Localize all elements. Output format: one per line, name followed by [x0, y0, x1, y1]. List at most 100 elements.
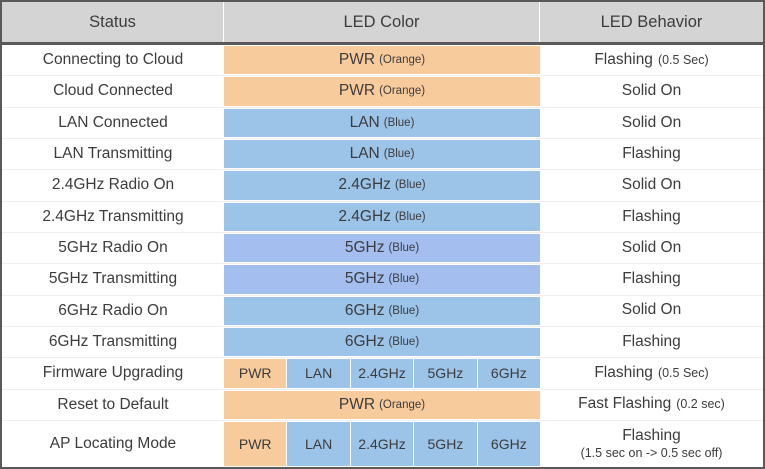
table-row: Reset to Default PWR (Orange) Fast Flash… [2, 389, 763, 421]
led-swatch-6ghz: 6GHz (Blue) [224, 327, 540, 357]
led-swatch-pwr: PWR (Orange) [224, 390, 540, 419]
led-color-cell: 6GHz (Blue) [224, 326, 540, 358]
led-label: 2.4GHz [338, 176, 391, 194]
behavior-text: Flashing [622, 270, 681, 288]
led-color-note: (Blue) [394, 179, 426, 192]
table-body: Connecting to Cloud PWR (Orange) Flashin… [2, 45, 763, 468]
led-behavior-cell: Fast Flashing (0.2 sec) [540, 390, 763, 420]
status-cell: LAN Connected [58, 113, 168, 131]
led-swatch-5ghz: 5GHz (Blue) [224, 233, 540, 263]
led-swatch-pwr: PWR (Orange) [224, 46, 540, 75]
led-color-note: (Blue) [394, 210, 426, 223]
behavior-text: Solid On [621, 176, 682, 194]
behavior-text: Solid On [621, 82, 682, 100]
status-cell: 6GHz Transmitting [48, 333, 178, 351]
led-swatch-24ghz: 2.4GHz (Blue) [224, 171, 540, 200]
led-color-cell: LAN (Blue) [224, 107, 540, 138]
behavior-note-line2: (1.5 sec on -> 0.5 sec off) [580, 446, 723, 461]
led-swatch-5ghz: 5GHz [414, 359, 478, 388]
led-color-cell: 2.4GHz (Blue) [224, 201, 540, 232]
behavior-text: Flashing [622, 207, 681, 225]
led-behavior-cell: Solid On [540, 108, 763, 138]
led-behavior-cell: Solid On [540, 296, 763, 326]
led-color-note: (Blue) [388, 273, 420, 286]
led-swatch-24ghz: 2.4GHz [350, 359, 415, 388]
led-swatch-24ghz: 2.4GHz (Blue) [224, 202, 540, 231]
led-label: 2.4GHz [338, 207, 391, 225]
behavior-note: (0.5 Sec) [657, 366, 709, 381]
behavior-text: Flashing [622, 144, 681, 162]
led-swatch-6ghz: 6GHz (Blue) [224, 296, 540, 325]
led-swatch-lan: LAN [287, 421, 351, 467]
table-header-row: Status LED Color LED Behavior [2, 2, 763, 45]
led-behavior-cell: Solid On [540, 170, 763, 200]
led-swatch-lan: LAN [287, 359, 351, 388]
status-cell: Firmware Upgrading [42, 364, 184, 382]
behavior-text: Flashing [622, 332, 681, 350]
led-label: PWR [338, 395, 376, 413]
led-swatch-6ghz: 6GHz [477, 421, 540, 467]
led-swatch-group: PWR LAN 2.4GHz 5GHz 6GHz [224, 421, 540, 467]
led-color-cell: 2.4GHz (Blue) [224, 170, 540, 201]
led-color-cell: LAN (Blue) [224, 138, 540, 170]
table-row: Firmware Upgrading PWR LAN 2.4GHz 5GHz 6… [2, 358, 763, 390]
led-behavior-cell: Flashing [540, 264, 763, 294]
led-label: LAN [349, 145, 380, 163]
table-row: LAN Transmitting LAN (Blue) Flashing [2, 138, 763, 171]
behavior-note: (0.2 sec) [676, 397, 725, 412]
led-swatch-5ghz: 5GHz [414, 421, 478, 467]
led-color-note: (Blue) [383, 116, 415, 129]
led-color-note: (Orange) [379, 85, 426, 98]
behavior-text: Flashing [622, 426, 681, 444]
led-swatch-5ghz: 5GHz (Blue) [224, 265, 540, 294]
status-cell: Connecting to Cloud [42, 51, 184, 69]
led-label: 5GHz [344, 270, 385, 288]
column-header-led-behavior: LED Behavior [600, 12, 703, 31]
led-color-cell: PWR (Orange) [224, 389, 540, 420]
led-behavior-cell: Flashing(0.5 Sec) [540, 45, 763, 75]
status-cell: 5GHz Radio On [58, 239, 168, 257]
led-color-cell: PWR (Orange) [224, 45, 540, 76]
led-color-cell: PWR LAN 2.4GHz 5GHz 6GHz [224, 358, 540, 389]
led-swatch-pwr: PWR [224, 421, 288, 467]
table-row: AP Locating Mode PWR LAN 2.4GHz 5GHz 6GH… [2, 420, 763, 468]
led-color-cell: 5GHz (Blue) [224, 232, 540, 264]
led-behavior-cell: Flashing (0.5 Sec) [540, 358, 763, 388]
behavior-text: Solid On [621, 301, 682, 319]
status-cell: LAN Transmitting [53, 145, 173, 163]
led-label: 6GHz [344, 333, 385, 351]
led-swatch-pwr: PWR [224, 359, 288, 388]
behavior-text: Flashing [594, 364, 653, 382]
status-cell: 2.4GHz Transmitting [42, 207, 184, 225]
led-swatch-pwr: PWR (Orange) [224, 77, 540, 106]
led-swatch-24ghz: 2.4GHz [350, 421, 415, 467]
led-swatch-lan: LAN (Blue) [224, 108, 540, 137]
table-row: 6GHz Radio On 6GHz (Blue) Solid On [2, 295, 763, 327]
led-color-note: (Orange) [379, 54, 426, 67]
table-row: 2.4GHz Radio On 2.4GHz (Blue) Solid On [2, 170, 763, 202]
column-header-led-color: LED Color [224, 2, 540, 42]
led-label: 5GHz [344, 239, 385, 257]
led-color-cell: PWR LAN 2.4GHz 5GHz 6GHz [224, 420, 540, 468]
status-cell: AP Locating Mode [49, 434, 177, 452]
status-cell: 6GHz Radio On [58, 301, 168, 319]
table-row: 5GHz Transmitting 5GHz (Blue) Flashing [2, 264, 763, 296]
led-swatch-group: PWR LAN 2.4GHz 5GHz 6GHz [224, 359, 540, 388]
status-cell: 2.4GHz Radio On [51, 176, 175, 194]
led-label: LAN [349, 113, 380, 131]
led-behavior-cell: Flashing [540, 139, 763, 169]
led-color-cell: 5GHz (Blue) [224, 264, 540, 295]
led-swatch-lan: LAN (Blue) [224, 139, 540, 169]
column-header-status: Status [2, 2, 224, 42]
behavior-text: Fast Flashing [578, 395, 672, 413]
led-swatch-6ghz: 6GHz [477, 359, 540, 388]
led-behavior-cell: Flashing [540, 202, 763, 232]
led-color-note: (Orange) [379, 398, 426, 411]
led-color-note: (Blue) [388, 242, 420, 255]
led-color-note: (Blue) [383, 148, 415, 161]
status-cell: 5GHz Transmitting [48, 270, 178, 288]
led-label: 6GHz [344, 301, 385, 319]
led-behavior-cell: Solid On [540, 233, 763, 263]
table-row: 6GHz Transmitting 6GHz (Blue) Flashing [2, 326, 763, 359]
